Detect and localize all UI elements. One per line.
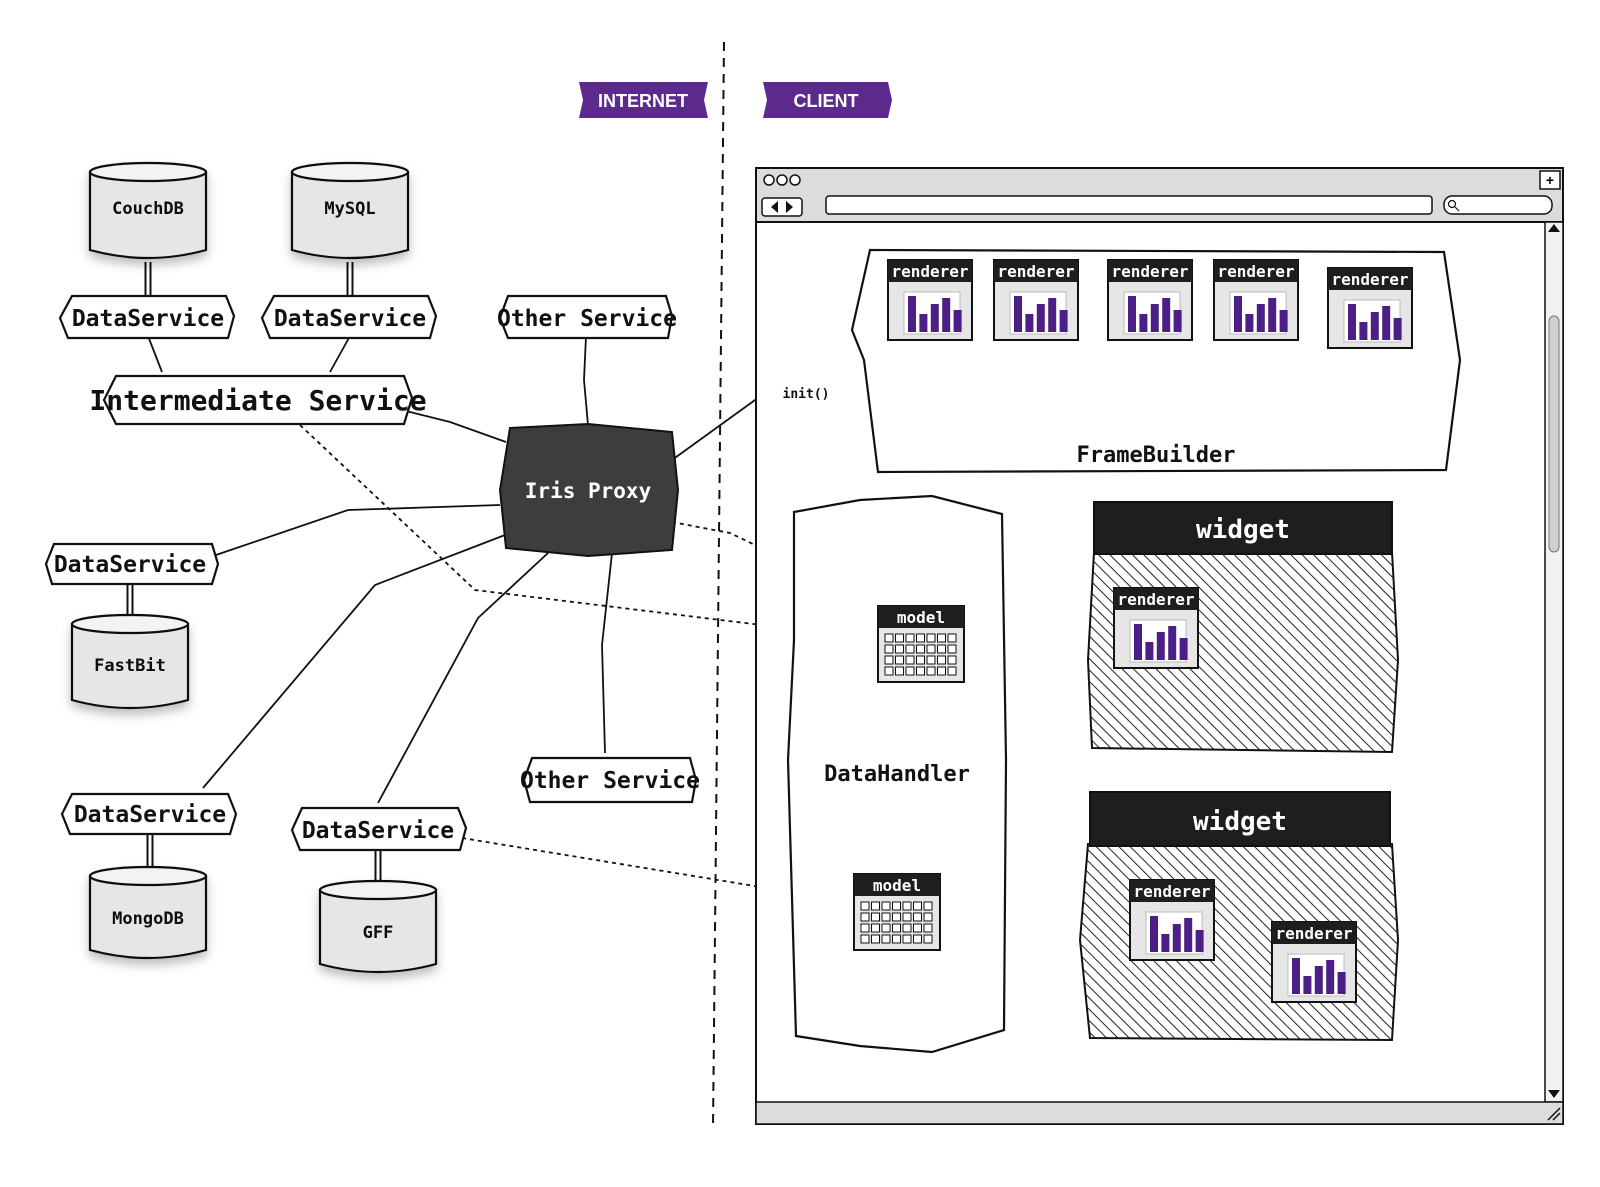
framebuilder-label: FrameBuilder	[1077, 443, 1236, 468]
bar-chart-icon	[1134, 624, 1188, 660]
bar-chart-icon	[908, 296, 962, 332]
datahandler-label: DataHandler	[824, 762, 970, 787]
data-grid-icon	[884, 633, 957, 676]
renderer-label: renderer	[1331, 270, 1408, 289]
intermediate-service-label: Intermediate Service	[89, 384, 426, 417]
iris-proxy: Iris Proxy	[498, 422, 680, 558]
dataservice-mysql-label: DataService	[274, 306, 426, 332]
fastbit-label: FastBit	[94, 656, 166, 676]
internet-tag: INTERNET	[579, 82, 708, 118]
scroll-down-icon[interactable]	[1548, 1090, 1560, 1098]
forward-icon[interactable]	[786, 201, 793, 213]
mongodb-label: MongoDB	[112, 909, 184, 929]
search-field[interactable]	[1443, 195, 1553, 215]
model-1: model	[877, 605, 965, 683]
iris-proxy-label: Iris Proxy	[525, 479, 652, 503]
bar-chart-icon	[1128, 296, 1182, 332]
bar-chart-icon	[1014, 296, 1068, 332]
widget-bottom-title: widget	[1193, 807, 1287, 837]
minimize-icon[interactable]	[776, 174, 788, 186]
model-label: model	[897, 608, 945, 627]
maximize-icon[interactable]	[789, 174, 801, 186]
renderer-label: renderer	[1275, 924, 1352, 943]
new-tab-label: +	[1546, 172, 1554, 188]
renderer-1: renderer	[887, 259, 973, 341]
gff-database: GFF	[318, 879, 438, 974]
internet-label: INTERNET	[598, 91, 688, 111]
dataservice-gff-label: DataService	[302, 818, 454, 844]
renderer-5: renderer	[1327, 267, 1413, 349]
dataservice-mongodb-label: DataService	[74, 802, 226, 828]
renderer-3: renderer	[1107, 259, 1193, 341]
model-2: model	[853, 873, 941, 951]
renderer-label: renderer	[997, 262, 1074, 281]
new-tab-button[interactable]	[1539, 170, 1561, 190]
renderer-6: renderer	[1113, 587, 1199, 669]
renderer-label: renderer	[1117, 590, 1194, 609]
bar-chart-icon	[1292, 958, 1346, 994]
zone-divider	[712, 41, 725, 1129]
renderer-7: renderer	[1129, 879, 1215, 961]
init-call-label: init()	[783, 387, 830, 402]
couchdb-database: CouchDB	[88, 161, 208, 260]
gff-label: GFF	[363, 923, 394, 943]
mongodb-database: MongoDB	[88, 865, 208, 960]
dataservice-mongodb: DataService	[60, 792, 238, 836]
renderer-4: renderer	[1213, 259, 1299, 341]
bar-chart-icon	[1150, 916, 1204, 952]
renderers: renderer renderer renderer renderer renderer…	[887, 259, 1413, 1003]
renderer-label: renderer	[1133, 882, 1210, 901]
widget-top-title: widget	[1196, 515, 1290, 545]
datahandler: DataHandler	[786, 494, 1008, 1054]
model-label: model	[873, 876, 921, 895]
status-bar	[755, 1101, 1564, 1125]
client-tag: CLIENT	[763, 82, 892, 118]
other-service-bottom: Other Service	[520, 756, 700, 804]
bar-chart-icon	[1348, 304, 1402, 340]
couchdb-label: CouchDB	[112, 199, 184, 219]
other-service-top: Other Service	[497, 294, 677, 340]
dataservice-couchdb: DataService	[58, 294, 236, 340]
renderer-label: renderer	[1111, 262, 1188, 281]
close-icon[interactable]	[763, 174, 775, 186]
address-bar[interactable]	[825, 195, 1433, 215]
search-icon	[1447, 199, 1457, 209]
client-label: CLIENT	[794, 91, 859, 111]
other-service-bottom-label: Other Service	[520, 768, 700, 794]
dataservice-fastbit: DataService	[44, 542, 220, 586]
scroll-up-icon[interactable]	[1548, 224, 1560, 232]
dataservice-gff: DataService	[290, 806, 468, 852]
renderer-label: renderer	[891, 262, 968, 281]
scroll-thumb[interactable]	[1548, 315, 1560, 553]
dataservice-mysql: DataService	[260, 294, 438, 340]
renderer-8: renderer	[1271, 921, 1357, 1003]
mysql-database: MySQL	[290, 161, 410, 260]
dataservice-fastbit-label: DataService	[54, 552, 206, 578]
renderer-2: renderer	[993, 259, 1079, 341]
dataservice-couchdb-label: DataService	[72, 306, 224, 332]
models: model model	[853, 605, 965, 951]
intermediate-service: Intermediate Service	[89, 374, 427, 426]
fastbit-database: FastBit	[70, 613, 190, 710]
mysql-label: MySQL	[324, 199, 375, 219]
other-service-top-label: Other Service	[497, 306, 677, 332]
nav-buttons[interactable]	[761, 197, 803, 217]
bar-chart-icon	[1234, 296, 1288, 332]
data-grid-icon	[860, 901, 933, 944]
renderer-label: renderer	[1217, 262, 1294, 281]
resize-grip-icon[interactable]	[1547, 1107, 1561, 1121]
back-icon[interactable]	[771, 201, 778, 213]
